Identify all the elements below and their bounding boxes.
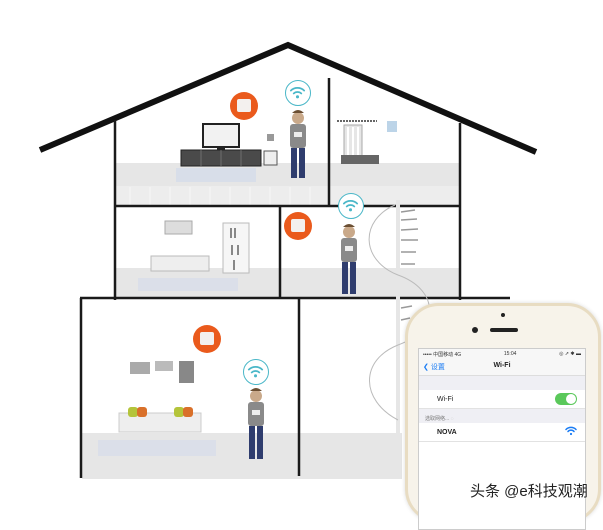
- front-camera-icon: [472, 327, 478, 333]
- wifi-toggle[interactable]: [555, 393, 577, 405]
- back-label: 设置: [430, 364, 445, 371]
- nav-bar: ❮ 设置 Wi-Fi: [419, 359, 585, 376]
- mesh-node-ground: [193, 325, 221, 353]
- house-illustration: [38, 41, 538, 479]
- network-name: NOVA: [437, 428, 457, 436]
- rug: [138, 278, 238, 291]
- mesh-node-attic: [230, 92, 258, 120]
- rug: [98, 440, 216, 456]
- clock: 15:04: [503, 351, 517, 357]
- cushion: [183, 407, 193, 417]
- status-bar: ••••• 中国移动 4G 15:04 ◎ ➚ ✱ ▬: [419, 349, 585, 359]
- network-row[interactable]: NOVA: [419, 423, 585, 442]
- window: [387, 121, 397, 132]
- wifi-signal-icon: [338, 193, 364, 219]
- mesh-node-middle: [284, 212, 312, 240]
- wifi-signal-icon: [243, 359, 269, 385]
- loading-spinner-icon: ◌: [450, 416, 454, 422]
- nightstand: [263, 150, 278, 166]
- smartphone: ••••• 中国移动 4G 15:04 ◎ ➚ ✱ ▬ ❮ 设置 Wi-Fi W…: [405, 303, 601, 530]
- nav-title: Wi-Fi: [493, 362, 511, 369]
- chevron-left-icon: ❮: [423, 364, 429, 371]
- sofa: [150, 255, 210, 272]
- rug: [176, 168, 256, 182]
- wifi-toggle-row: Wi-Fi: [419, 390, 585, 409]
- speaker-grille: [490, 328, 518, 332]
- back-button[interactable]: ❮ 设置: [423, 362, 445, 372]
- person-middle: [341, 224, 357, 294]
- carrier-signal: ••••• 中国移动 4G: [423, 351, 462, 358]
- roof: [38, 41, 538, 155]
- cushion: [137, 407, 147, 417]
- cushion: [174, 407, 184, 417]
- cushion: [128, 407, 138, 417]
- person-ground: [248, 388, 264, 459]
- photo-frame: [130, 362, 150, 374]
- camera-icon: [501, 313, 505, 317]
- photo-frame: [155, 361, 173, 371]
- sofa: [118, 412, 202, 433]
- photo-frame: [179, 361, 194, 383]
- status-indicators: ◎ ➚ ✱ ▬: [559, 351, 581, 357]
- painting: [164, 220, 193, 235]
- wifi-icon: [565, 426, 577, 438]
- walls: [79, 78, 510, 478]
- radiator-base: [341, 155, 379, 164]
- lamp: [267, 134, 274, 141]
- tv: [202, 123, 240, 148]
- person-attic: [290, 110, 306, 178]
- choose-network-label: 选取网络...: [425, 416, 450, 422]
- wifi-label: Wi-Fi: [437, 395, 454, 403]
- watermark: 头条 @e科技观潮: [470, 483, 588, 500]
- wifi-signal-icon: [285, 80, 311, 106]
- section-header: 选取网络... ◌: [419, 409, 585, 423]
- phone-screen: ••••• 中国移动 4G 15:04 ◎ ➚ ✱ ▬ ❮ 设置 Wi-Fi W…: [418, 348, 586, 530]
